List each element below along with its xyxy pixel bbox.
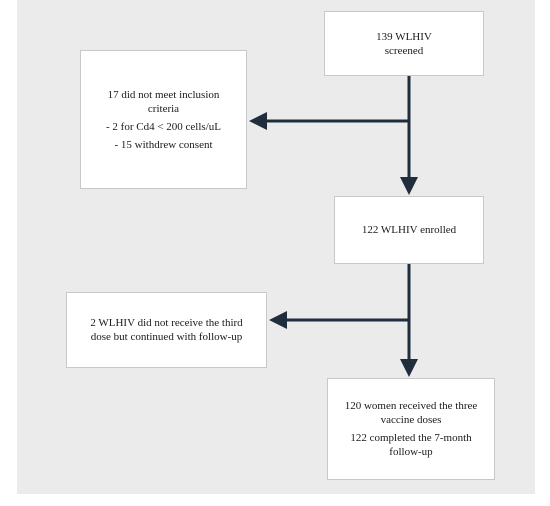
excluded-line-4: - 15 withdrew consent bbox=[114, 138, 213, 151]
no-third-dose-line-1: 2 WLHIV did not receive the third bbox=[90, 317, 243, 329]
final-outcome-box: 120 women received the three vaccine dos… bbox=[327, 378, 495, 480]
no-third-dose-line-2: dose but continued with follow-up bbox=[90, 331, 243, 343]
no-third-dose-box: 2 WLHIV did not receive the third dose b… bbox=[66, 292, 267, 368]
final-line-4: follow-up bbox=[389, 446, 433, 458]
final-line-1: 120 women received the three bbox=[344, 400, 478, 412]
screened-box: 139 WLHIV screened bbox=[324, 11, 484, 76]
excluded-line-1: 17 did not meet inclusion bbox=[107, 88, 220, 101]
screened-line-1: 139 WLHIV bbox=[376, 30, 432, 43]
final-line-3: 122 completed the 7-month bbox=[350, 432, 472, 444]
enrolled-box: 122 WLHIV enrolled bbox=[334, 196, 484, 264]
excluded-line-3: - 2 for Cd4 < 200 cells/uL bbox=[106, 120, 221, 133]
enrolled-line-1: 122 WLHIV enrolled bbox=[361, 224, 457, 236]
excluded-box: 17 did not meet inclusion criteria - 2 f… bbox=[80, 50, 247, 189]
screened-line-2: screened bbox=[384, 44, 424, 57]
final-line-2: vaccine doses bbox=[380, 414, 442, 426]
excluded-line-2: criteria bbox=[147, 102, 180, 115]
